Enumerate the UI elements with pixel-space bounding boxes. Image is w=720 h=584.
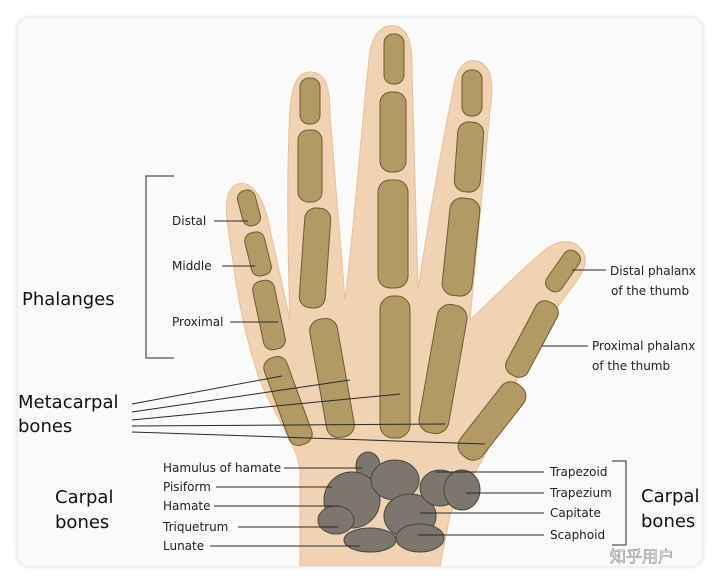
scaphoid-label: Scaphoid [550,528,605,542]
phalanges-bracket [145,175,174,359]
watermark: 知乎用户 [610,547,674,566]
capitate-label: Capitate [550,506,601,520]
leader-lines [131,220,606,547]
ring-finger-bones [297,77,355,439]
phalanges-label: Phalanges [22,289,115,310]
metacarpal-label-line1: Metacarpal [18,392,118,413]
thumb-bones [457,249,581,461]
hand-anatomy-diagram: Phalanges Metacarpal bones Carpal bones … [18,25,699,566]
carpal-bracket [612,460,627,546]
hamate-label: Hamate [163,499,211,513]
metacarpal-label-line2: bones [18,416,72,437]
proximal-thumb-label-line1: Proximal phalanx [592,339,695,353]
carpal-left-label-line1: Carpal [55,487,113,508]
middle-finger-bones [377,33,411,439]
index-finger-bones [418,69,485,435]
diagram-frame: Phalanges Metacarpal bones Carpal bones … [18,18,702,566]
proximal-thumb-label-line2: of the thumb [592,359,670,373]
distal-thumb-label-line2: of the thumb [611,284,689,298]
distal-thumb-label-line1: Distal phalanx [610,264,696,278]
carpal-bones [317,451,481,553]
distal-label: Distal [172,214,206,228]
little-finger-bones [236,189,313,447]
lunate-label: Lunate [163,539,204,553]
carpal-left-label-line2: bones [55,512,109,533]
proximal-label: Proximal [172,315,223,329]
triquetrum-label: Triquetrum [162,520,228,534]
pisiform-label: Pisiform [163,480,211,494]
carpal-right-label-line2: bones [641,511,695,532]
carpal-right-label-line1: Carpal [641,486,699,507]
trapezoid-label: Trapezoid [549,465,607,479]
middle-label: Middle [172,259,212,273]
hamulus-label: Hamulus of hamate [163,461,281,475]
trapezium-label: Trapezium [549,486,612,500]
